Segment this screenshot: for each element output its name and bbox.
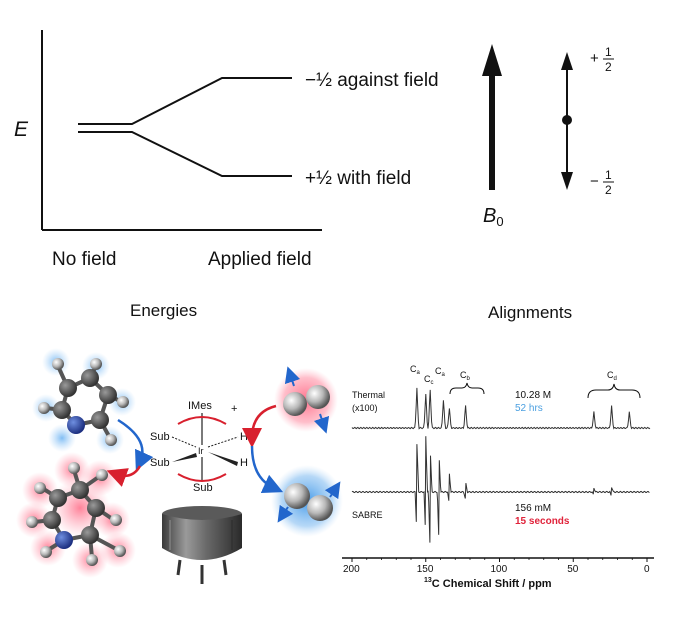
- x-tick-label: 0: [644, 564, 650, 575]
- hydrogen-atom: [96, 469, 108, 481]
- bond-sub-upper: [171, 436, 197, 448]
- hydrogen-atom: [90, 358, 102, 370]
- carbon-atom: [71, 481, 89, 499]
- spectrum-x-label: 13C Chemical Shift / ppm: [424, 577, 552, 590]
- alignments-title: Alignments: [488, 303, 572, 322]
- sabre-label: SABRE: [352, 510, 383, 520]
- bond-sub-lower: [172, 453, 197, 462]
- upper-energy-level: [78, 77, 292, 125]
- x-tick-label: 50: [567, 564, 579, 575]
- bottom-spin-sign: −: [590, 173, 599, 190]
- lower-energy-level: [78, 131, 292, 177]
- thermal-trace: [351, 387, 651, 430]
- spin-up-arrowhead: [561, 52, 573, 70]
- energies-title: Energies: [130, 301, 197, 320]
- lower-level-label: +½ with field: [305, 168, 411, 189]
- pyridine-molecule-thermal: [32, 348, 136, 454]
- hydride-lower: H: [240, 457, 248, 469]
- hydride-upper: H: [240, 431, 248, 443]
- x-tick-label: 100: [491, 564, 508, 575]
- hydrogen-atom: [110, 514, 122, 526]
- hydrogen-atom: [40, 546, 52, 558]
- sub-ligand-lower: Sub: [150, 457, 170, 469]
- bond-hydride-upper: [207, 436, 239, 448]
- red-arc-top: [177, 416, 227, 425]
- top-fraction-den: 2: [605, 60, 612, 74]
- bond-hydride-lower: [208, 452, 238, 466]
- hydrogen-atom: [52, 358, 64, 370]
- hydrogen-atom: [38, 402, 50, 414]
- metal-center: Ir: [198, 446, 204, 456]
- hydrogen-atom: [68, 462, 80, 474]
- thermal-time: 52 hrs: [515, 403, 543, 414]
- peak-label-ca2: Ca: [435, 366, 446, 378]
- exchange-arrow-red: [106, 465, 142, 487]
- hydrogen-atom: [105, 434, 117, 446]
- hydrogen-atom: [86, 554, 98, 566]
- field-diagram: B0 + 1 2 − 1 2: [482, 44, 614, 229]
- energy-diagram: E −½ against field +½ with field No fiel…: [14, 30, 439, 270]
- hydrogen-atom: [34, 482, 46, 494]
- parahydrogen-cold: [271, 465, 343, 537]
- sub-ligand-bottom: Sub: [193, 482, 213, 494]
- spectrum-ticks: 200 150 100 50 0: [343, 558, 650, 575]
- thermal-concentration: 10.28 M: [515, 390, 551, 401]
- carbon-atom: [91, 411, 109, 429]
- carbon-atom: [81, 526, 99, 544]
- h2-arrow-blue: [250, 445, 284, 493]
- nitrogen-atom: [55, 531, 73, 549]
- b0-label: B0: [483, 205, 504, 229]
- thermal-scale: (x100): [352, 403, 378, 413]
- top-fraction-num: 1: [605, 45, 612, 59]
- h2-arrow-red: [242, 404, 277, 448]
- brace-cb: [449, 382, 485, 395]
- b0-subscript: 0: [496, 214, 503, 229]
- carbon-atom: [43, 511, 61, 529]
- no-field-label: No field: [52, 249, 116, 270]
- brace-cd: [587, 383, 641, 399]
- top-spin-sign: +: [590, 50, 599, 67]
- parahydrogen-hot: [274, 366, 338, 434]
- spin-nucleus-dot: [562, 115, 572, 125]
- thermal-label: Thermal: [352, 390, 385, 400]
- x-tick-label: 200: [343, 564, 360, 575]
- peak-label-cd: Cd: [607, 370, 617, 382]
- b0-arrow-head: [482, 44, 502, 76]
- sabre-trace: [351, 436, 650, 543]
- carbon-atom: [81, 369, 99, 387]
- complex-charge: +: [231, 403, 237, 415]
- energy-axis-label: E: [14, 118, 29, 141]
- hydrogen-atom: [26, 516, 38, 528]
- pyridine-molecule-hyperpolarised: [16, 452, 136, 578]
- exchange-arrow-blue: [117, 418, 154, 472]
- peak-label-ca1: Ca: [410, 364, 421, 376]
- bottom-fraction-den: 2: [605, 183, 612, 197]
- carbon-atom: [99, 386, 117, 404]
- sabre-concentration: 156 mM: [515, 503, 551, 514]
- peak-label-cb: Cb: [460, 370, 471, 382]
- hydrogen-atom: [117, 396, 129, 408]
- iridium-catalyst: IMes + Sub Sub Sub Ir H H: [150, 400, 248, 494]
- nmr-magnet: [162, 506, 242, 584]
- sabre-time: 15 seconds: [515, 516, 570, 527]
- nitrogen-atom: [67, 416, 85, 434]
- ligand-imes: IMes: [188, 400, 212, 412]
- carbon-atom: [87, 499, 105, 517]
- spin-down-arrowhead: [561, 172, 573, 190]
- applied-field-label: Applied field: [208, 249, 312, 270]
- upper-level-label: −½ against field: [305, 70, 439, 91]
- hydrogen-atom: [114, 545, 126, 557]
- x-tick-label: 150: [417, 564, 434, 575]
- nmr-spectrum: 200 150 100 50 0 Thermal (x100) 10.28 M 52 h…: [342, 364, 654, 590]
- bottom-fraction-num: 1: [605, 168, 612, 182]
- b0-letter: B: [483, 205, 496, 227]
- red-arc-bottom: [177, 473, 227, 482]
- carbon-atom: [59, 379, 77, 397]
- peak-label-cc: Cc: [424, 374, 434, 386]
- carbon-atom: [53, 401, 71, 419]
- carbon-atom: [49, 489, 67, 507]
- sub-ligand-upper: Sub: [150, 431, 170, 443]
